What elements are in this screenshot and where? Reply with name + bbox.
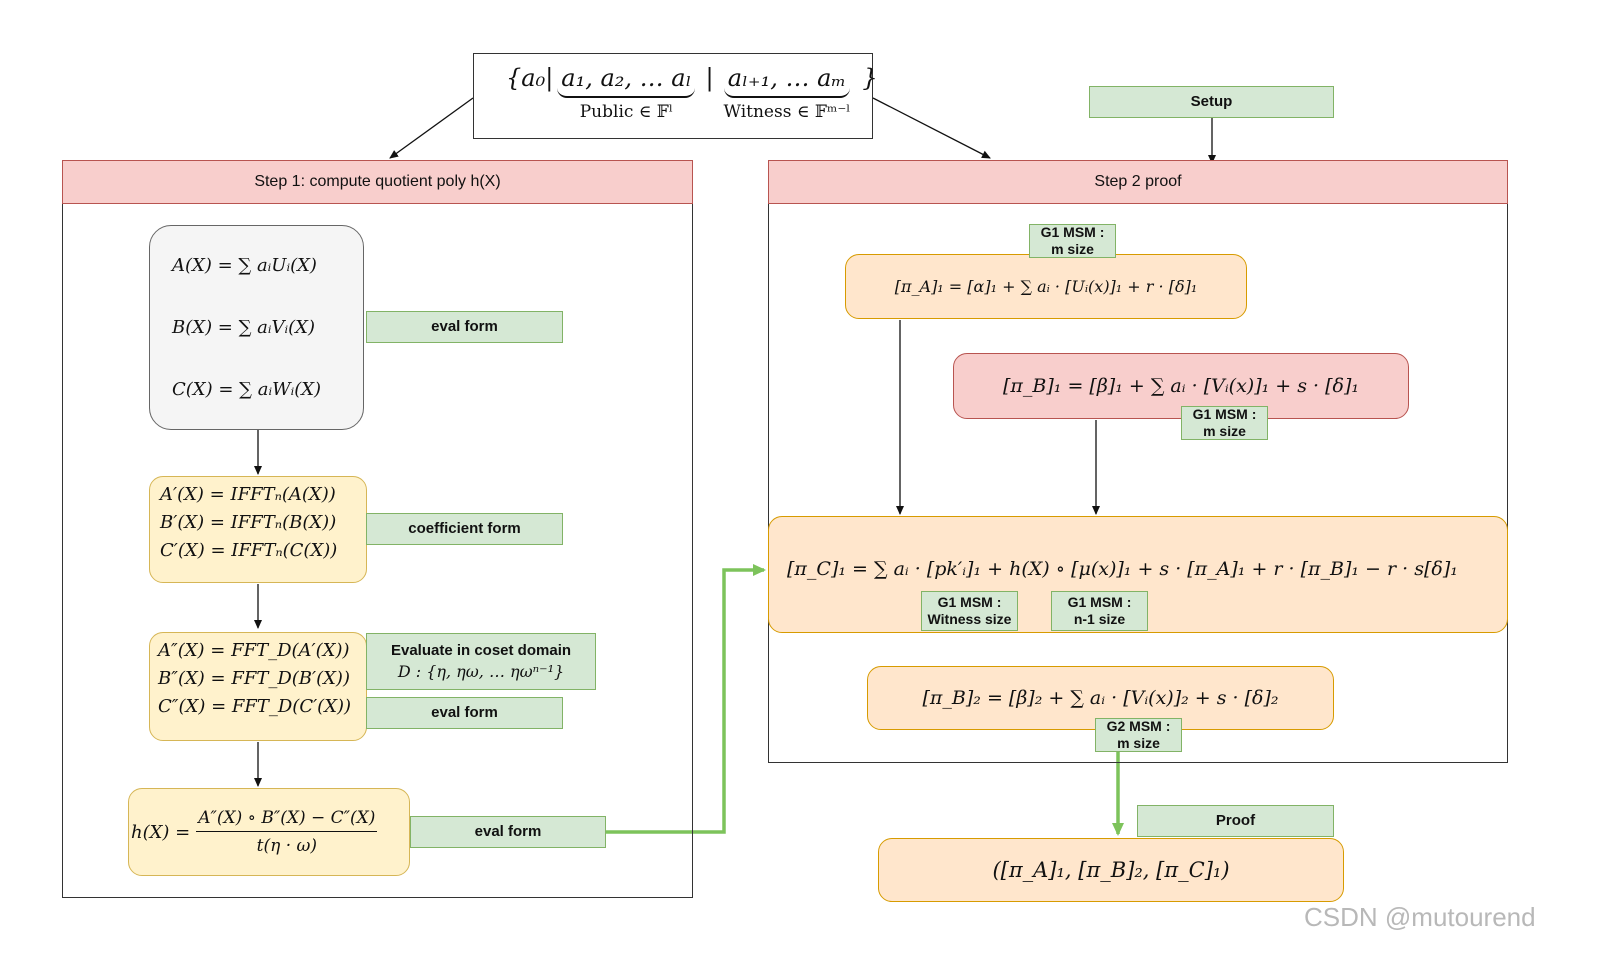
coset-domain-title: Evaluate in coset domain (390, 641, 572, 659)
ifft-A: A′(X) = IFFTₙ(A(X)) (160, 484, 336, 505)
watermark: CSDN @mutourend (1304, 902, 1594, 938)
piC-msm-label-1: G1 MSM : Witness size (921, 591, 1018, 631)
proof-tuple: ([π_A]₁, [π_B]₂, [π_C]₁) (992, 858, 1230, 882)
witness-elements: aₗ₊₁, … aₘ (723, 64, 851, 98)
piB2-msm-line2: m size (1117, 735, 1160, 751)
piC-msm1-line2: Witness size (927, 611, 1012, 627)
piB2-msm-line1: G2 MSM : (1106, 718, 1171, 735)
green-arrow-h-to-piC (606, 564, 766, 834)
h-numerator: A″(X) ∘ B″(X) − C″(X) (196, 808, 378, 832)
coefficient-form-label-text: coefficient form (408, 520, 521, 537)
eq-A: A(X) = ∑ aᵢUᵢ(X) (172, 234, 363, 296)
fft-B: B″(X) = FFT_D(B′(X)) (158, 668, 350, 689)
eq-B-text: B(X) = ∑ aᵢVᵢ(X) (172, 316, 316, 338)
piA-msm-line1: G1 MSM : (1040, 224, 1105, 241)
set-open: {a₀| (506, 64, 554, 92)
eval-form-label-2-text: eval form (431, 704, 498, 721)
fft-box: A″(X) = FFT_D(A′(X)) B″(X) = FFT_D(B′(X)… (149, 632, 367, 741)
proof-label-text: Proof (1215, 812, 1256, 829)
h-lhs: h(X) = (131, 821, 191, 843)
coset-domain-formula: D : {η, ηω, … ηωⁿ⁻¹} (397, 661, 565, 681)
piC-msm2-line2: n-1 size (1073, 611, 1126, 627)
piC-msm2-line1: G1 MSM : (1067, 594, 1132, 611)
arrow-top-to-step1 (389, 97, 474, 159)
piC-msm1-line1: G1 MSM : (937, 594, 1002, 611)
eq-C: C(X) = ∑ aᵢWᵢ(X) (172, 358, 363, 420)
h-denominator: t(η · ω) (256, 836, 317, 856)
ifft-C: C′(X) = IFFTₙ(C(X)) (160, 540, 338, 561)
piB1-formula: [π_B]₁ = [β]₁ + ∑ aᵢ · [Vᵢ(x)]₁ + s · [δ… (1003, 375, 1359, 397)
setup-label-text: Setup (1190, 93, 1233, 110)
setup-label: Setup (1089, 86, 1334, 118)
piC-msm-label-2: G1 MSM : n-1 size (1051, 591, 1148, 631)
eq-A-text: A(X) = ∑ aᵢUᵢ(X) (172, 254, 317, 276)
fft-C: C″(X) = FFT_D(C′(X)) (158, 696, 352, 717)
piB1-msm-label: G1 MSM : m size (1181, 406, 1268, 440)
public-elements: a₁, a₂, … aₗ (557, 64, 696, 98)
eq-B: B(X) = ∑ aᵢVᵢ(X) (172, 296, 363, 358)
proof-tuple-box: ([π_A]₁, [π_B]₂, [π_C]₁) (878, 838, 1344, 902)
eq-C-text: C(X) = ∑ aᵢWᵢ(X) (172, 378, 322, 400)
ifft-box: A′(X) = IFFTₙ(A(X)) B′(X) = IFFTₙ(B(X)) … (149, 476, 367, 583)
arrow-top-to-step2 (872, 97, 991, 159)
step1-header-text: Step 1: compute quotient poly h(X) (254, 173, 501, 190)
piC-formula: [π_C]₁ = ∑ aᵢ · [pk′ᵢ]₁ + h(X) ∘ [μ(x)]₁… (787, 557, 1458, 580)
watermark-text: CSDN @mutourend (1304, 902, 1536, 932)
piA-msm-label: G1 MSM : m size (1029, 224, 1116, 258)
witness-label: Witness ∈ 𝔽ᵐ⁻ˡ (723, 102, 851, 122)
set-separator: | (705, 64, 714, 92)
piB2-formula: [π_B]₂ = [β]₂ + ∑ aᵢ · [Vᵢ(x)]₂ + s · [δ… (922, 687, 1279, 709)
piA-box: [π_A]₁ = [α]₁ + ∑ aᵢ · [Uᵢ(x)]₁ + r · [δ… (845, 254, 1247, 319)
public-label: Public ∈ 𝔽ˡ (579, 102, 673, 122)
poly-sum-box: A(X) = ∑ aᵢUᵢ(X) B(X) = ∑ aᵢVᵢ(X) C(X) =… (149, 225, 364, 430)
piB1-msm-line1: G1 MSM : (1192, 406, 1257, 423)
eval-form-label-3: eval form (410, 816, 606, 848)
eval-form-label-1-text: eval form (431, 318, 498, 335)
fft-A: A″(X) = FFT_D(A′(X)) (158, 640, 350, 661)
step1-header: Step 1: compute quotient poly h(X) (62, 160, 693, 204)
eval-form-label-2: eval form (366, 697, 563, 729)
eval-form-label-3-text: eval form (474, 823, 542, 840)
proof-label: Proof (1137, 805, 1334, 837)
coefficient-form-label: coefficient form (366, 513, 563, 545)
ifft-B: B′(X) = IFFTₙ(B(X)) (160, 512, 337, 533)
set-close: } (862, 64, 878, 92)
coset-domain-label: Evaluate in coset domain D : {η, ηω, … η… (366, 633, 596, 690)
step2-header: Step 2 proof (768, 160, 1508, 204)
quotient-h-box: h(X) = A″(X) ∘ B″(X) − C″(X) t(η · ω) (128, 788, 410, 876)
piB1-msm-line2: m size (1203, 423, 1246, 439)
eval-form-label-1: eval form (366, 311, 563, 343)
witness-set-box: {a₀| a₁, a₂, … aₗ Public ∈ 𝔽ˡ | aₗ₊₁, … … (473, 53, 878, 139)
piB2-msm-label: G2 MSM : m size (1095, 718, 1182, 752)
piA-formula: [π_A]₁ = [α]₁ + ∑ aᵢ · [Uᵢ(x)]₁ + r · [δ… (894, 277, 1198, 296)
piA-msm-line2: m size (1051, 241, 1094, 257)
step2-header-text: Step 2 proof (1094, 173, 1182, 190)
